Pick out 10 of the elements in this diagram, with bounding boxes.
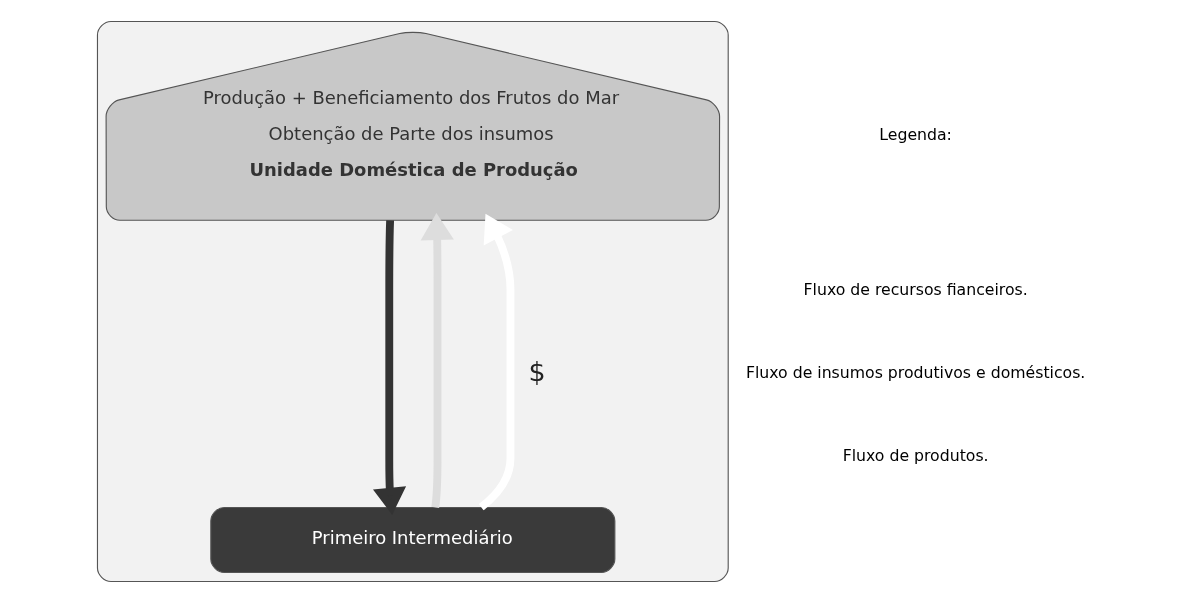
arrow	[373, 220, 407, 515]
label: Legenda:	[879, 124, 952, 144]
legend-label: Fluxo de produtos.	[842, 446, 989, 466]
arrow	[478, 213, 515, 511]
edge-label: $	[528, 355, 546, 387]
legend-label: Fluxo de recursos fianceiros.	[803, 279, 1028, 299]
node-box: Primeiro Intermediário	[210, 506, 616, 574]
cluster	[96, 20, 729, 583]
legend-label: Fluxo de insumos produtivos e domésticos.	[745, 363, 1086, 383]
arrow	[420, 212, 454, 508]
